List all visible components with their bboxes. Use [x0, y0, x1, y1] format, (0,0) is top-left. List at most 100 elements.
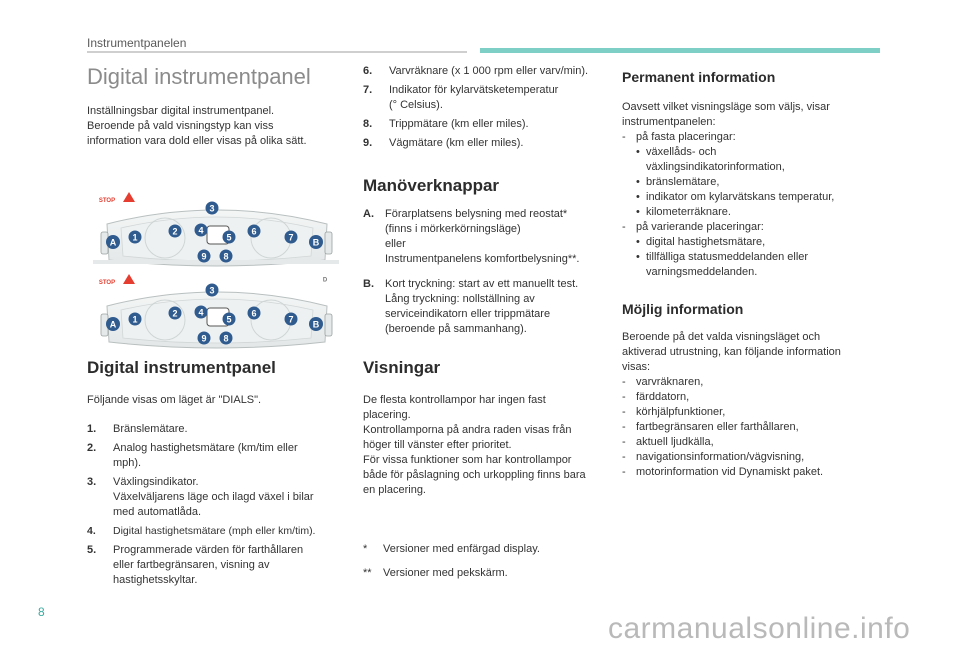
intro-line: Inställningsbar digital instrumentpanel.	[87, 105, 275, 117]
callout-badge	[106, 235, 120, 249]
dash-item: -navigationsinformation/vägvisning,	[622, 451, 805, 463]
callout-label: 7	[288, 233, 293, 243]
callout-label: STOP	[99, 280, 115, 286]
callout-label: 4	[198, 226, 203, 236]
callout-badge	[205, 283, 219, 297]
callout-badge	[168, 306, 182, 320]
callout-label: 8	[223, 334, 228, 344]
callout-badge	[222, 312, 236, 326]
callout-badge	[309, 235, 323, 249]
dial-item-list-cont: 6.Varvräknare (x 1 000 rpm eller varv/mi…	[363, 64, 613, 151]
dial-item-list: 1.Bränslemätare. 2.Analog hastighetsmäta…	[87, 422, 345, 588]
section-title-dials: Digital instrumentpanel	[87, 358, 276, 377]
callout-badge	[197, 331, 211, 345]
callout-label: B	[313, 238, 320, 248]
callout-label: 9	[201, 252, 206, 262]
cluster-diagram-bottom	[100, 291, 333, 349]
cluster-diagram-top	[93, 209, 339, 267]
column-right: Permanent information Oavsett vilket vis…	[622, 64, 882, 480]
header-accent-bar	[480, 48, 880, 53]
intro-line: Beroende på vald visningstyp kan viss	[87, 120, 274, 132]
dash-item: -körhjälpfunktioner,	[622, 406, 726, 418]
dash-item: -aktuell ljudkälla,	[622, 436, 714, 448]
section-title-displays: Visningar	[363, 358, 441, 377]
callout-badge	[194, 305, 208, 319]
callout-label: 3	[209, 286, 214, 296]
dash-item: -färddatorn,	[622, 391, 690, 403]
list-item: 3.Växlingsindikator.Växelväljarens läge …	[87, 476, 314, 518]
callout-badge	[205, 201, 219, 215]
callout-label: 6	[251, 309, 256, 319]
list-item: 4.Digital hastighetsmätare (mph eller km…	[87, 525, 316, 537]
callout-label: 2	[172, 227, 177, 237]
dash-item: -på varierande placeringar:	[622, 221, 764, 233]
dash-item: -varvräknaren,	[622, 376, 704, 388]
section-title-permanent: Permanent information	[622, 69, 776, 85]
dash-item: -motorinformation vid Dynamiskt paket.	[622, 466, 824, 478]
column-left: Digital instrumentpanel Inställningsbar …	[87, 64, 345, 592]
callout-label: A	[110, 238, 117, 248]
list-item: 6.Varvräknare (x 1 000 rpm eller varv/mi…	[363, 65, 589, 77]
list-item: 8.Trippmätare (km eller miles).	[363, 118, 529, 130]
page-title: Digital instrumentpanel	[87, 64, 311, 89]
callout-label: 4	[198, 308, 203, 318]
poss-intro-line: aktiverad utrustning, kan följande infor…	[622, 346, 841, 358]
callout-label: 2	[172, 309, 177, 319]
callout-label: 3	[209, 204, 214, 214]
column-middle: 6.Varvräknare (x 1 000 rpm eller varv/mi…	[363, 64, 613, 581]
callout-badge	[194, 223, 208, 237]
perm-intro-line: instrumentpanelen:	[622, 116, 716, 128]
callout-badge	[247, 306, 261, 320]
list-item: 1.Bränslemätare.	[87, 423, 188, 435]
display-text-line: De flesta kontrollampor har ingen fast	[363, 394, 546, 406]
page-number: 8	[38, 605, 45, 619]
callout-label: 1	[132, 233, 137, 243]
callout-badge	[284, 230, 298, 244]
callout-label: 7	[288, 315, 293, 325]
poss-intro-line: Beroende på det valda visningsläget och	[622, 331, 821, 343]
callout-label: D	[323, 278, 328, 284]
bullet-item: •bränslemätare,	[636, 176, 720, 188]
running-header: Instrumentpanelen	[87, 36, 187, 50]
callout-label: 6	[251, 227, 256, 237]
dash-item: -på fasta placeringar:	[622, 131, 736, 143]
bullet-item: •indikator om kylarvätskans temperatur,	[636, 191, 835, 203]
poss-intro-line: visas:	[622, 361, 651, 373]
callout-badge	[168, 224, 182, 238]
footnote: **Versioner med pekskärm.	[363, 567, 508, 579]
list-item: B.Kort tryckning: start av ett manuellt …	[363, 278, 579, 335]
display-text-line: placering.	[363, 409, 411, 421]
section-intro: Följande visas om läget är "DIALS".	[87, 394, 262, 406]
warning-triangle-icon	[123, 274, 135, 284]
intro-line: information vara dold eller visas på oli…	[87, 135, 307, 147]
list-item: 9.Vägmätare (km eller miles).	[363, 137, 524, 149]
section-title-controls: Manöverknappar	[363, 176, 500, 195]
warning-triangle-icon	[123, 192, 135, 202]
dash-item: -fartbegränsaren eller farthållaren,	[622, 421, 799, 433]
callout-badge	[106, 317, 120, 331]
callout-badge	[309, 317, 323, 331]
callout-badge	[219, 331, 233, 345]
callout-label: 9	[201, 334, 206, 344]
callout-badge	[284, 312, 298, 326]
callout-label: 5	[226, 233, 231, 243]
callout-label: A	[110, 320, 117, 330]
display-text-line: höger till vänster efter prioritet.	[363, 439, 512, 451]
callout-badge	[128, 312, 142, 326]
callout-label: STOP	[99, 198, 115, 204]
callout-badge	[128, 230, 142, 244]
display-text-line: För vissa funktioner som har kontrollamp…	[363, 454, 572, 466]
callout-label: 8	[223, 252, 228, 262]
callout-badge	[222, 230, 236, 244]
bullet-item: •digital hastighetsmätare,	[636, 236, 766, 248]
display-text-line: både för påslagning och urkoppling finns…	[363, 469, 586, 481]
callout-badge	[247, 224, 261, 238]
bullet-item: •kilometerräknare.	[636, 206, 731, 218]
callout-badge	[219, 249, 233, 263]
list-item: A.Förarplatsens belysning med reostat*(f…	[363, 208, 580, 265]
callout-label: 5	[226, 315, 231, 325]
